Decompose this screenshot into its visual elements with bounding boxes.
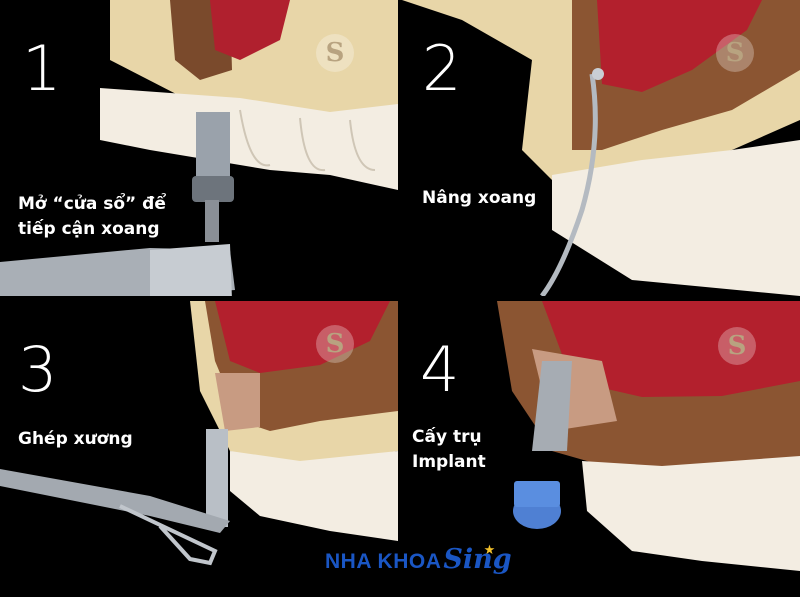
caption-line-1: Ghép xương: [18, 429, 133, 449]
brand-text-main: NHA KHOA: [325, 550, 442, 573]
bone-graft-illustration: [0, 301, 398, 566]
brand-logo-icon: S: [316, 34, 354, 72]
step-number: 3: [18, 333, 58, 406]
caption-line-1: Mở “cửa sổ” để: [18, 194, 166, 214]
caption-line-2: Implant: [412, 452, 486, 472]
brand-text-script: Sing: [443, 544, 512, 575]
star-icon: ★: [483, 543, 496, 558]
step-caption: Mở “cửa sổ” để tiếp cận xoang: [18, 192, 166, 242]
step-2-panel: 2 Nâng xoang S: [402, 0, 800, 296]
brand-logo-icon: S: [316, 325, 354, 363]
brand-logo-icon: S: [718, 327, 756, 365]
brand-wordmark: NHA KHOA Sing ★: [325, 543, 523, 575]
step-1-panel: 1 Mở “cửa sổ” để tiếp cận xoang S: [0, 0, 398, 296]
step-4-panel: 4 Cấy trụ Implant S: [402, 301, 800, 597]
step-caption: Ghép xương: [18, 427, 133, 452]
caption-line-2: tiếp cận xoang: [18, 219, 160, 239]
step-caption: Cấy trụ Implant: [412, 425, 486, 475]
caption-line-1: Cấy trụ: [412, 427, 482, 447]
caption-line-1: Nâng xoang: [422, 188, 537, 208]
brand-logo-icon: S: [716, 34, 754, 72]
step-number: 2: [422, 32, 462, 105]
step-3-panel: 3 Ghép xương S: [0, 301, 398, 597]
sinus-lift-illustration: [402, 0, 800, 296]
step-caption: Nâng xoang: [422, 186, 536, 211]
step-number: 1: [22, 32, 62, 105]
step-number: 4: [420, 333, 460, 406]
drill-window-illustration: [0, 0, 398, 296]
implant-illustration: [497, 301, 800, 571]
